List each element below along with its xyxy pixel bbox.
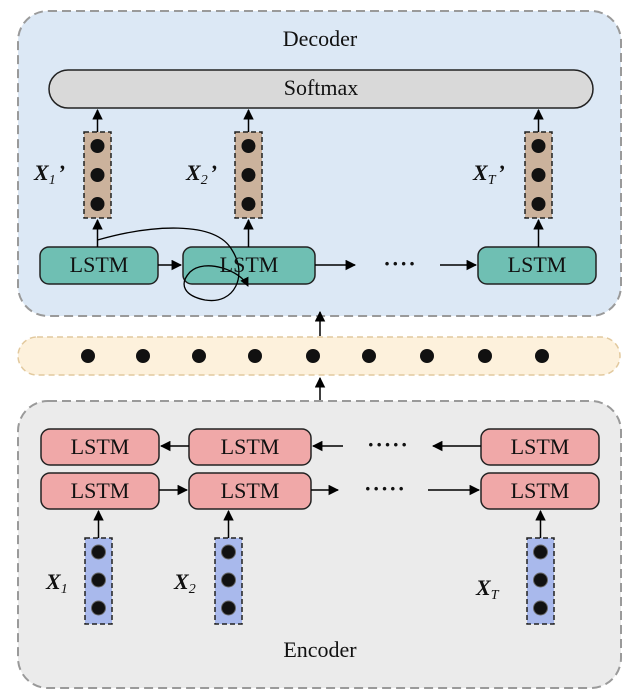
encoder-backward-lstm-1 <box>40 428 160 466</box>
softmax-layer <box>48 69 594 109</box>
encoder-forward-lstm-1 <box>40 472 160 510</box>
context-vector-dots <box>81 349 549 363</box>
output-vector-t <box>524 131 553 219</box>
output-vector-1 <box>83 131 112 219</box>
output-vector-2 <box>234 131 263 219</box>
encoder-forward-lstm-2 <box>188 472 312 510</box>
input-vector-2 <box>214 537 243 625</box>
output-label-2: X2’ <box>186 160 218 188</box>
output-label-1: X1’ <box>34 160 66 188</box>
encoder-forward-lstm-t <box>480 472 600 510</box>
input-vector-1 <box>84 537 113 625</box>
feedback-curve-arrow <box>97 227 249 302</box>
decoder-title: Decoder <box>282 26 358 51</box>
encoder-backward-lstm-2 <box>188 428 312 466</box>
decoder-lstm-t <box>477 246 597 285</box>
decoder-lstm-1 <box>39 246 159 285</box>
encoder-title: Encoder <box>283 637 357 662</box>
encoder-backward-lstm-t <box>480 428 600 466</box>
input-vector-t <box>526 537 555 625</box>
input-label-1: X1 <box>46 569 68 597</box>
decoder-lstm-2 <box>182 246 316 285</box>
input-label-t: XT <box>476 575 499 603</box>
encoder-panel <box>17 400 622 689</box>
output-label-t: XT’ <box>473 160 505 188</box>
input-label-2: X2 <box>174 569 196 597</box>
